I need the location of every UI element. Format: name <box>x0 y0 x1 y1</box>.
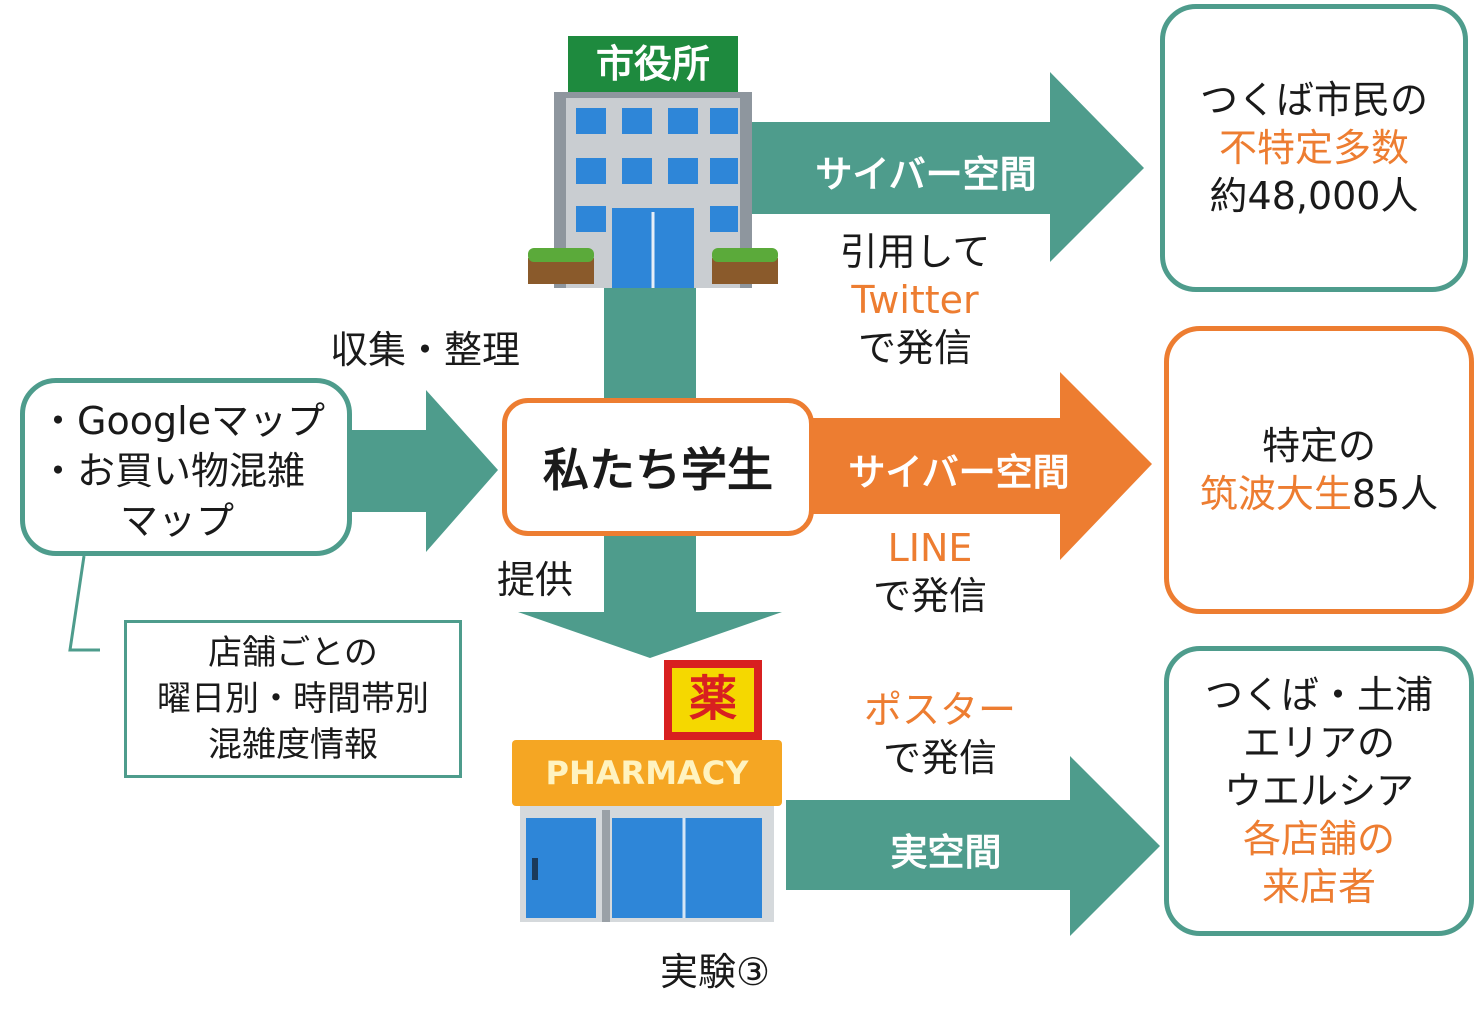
source-note-box: 店舗ごとの 曜日別・時間帯別 混雑度情報 <box>124 620 462 778</box>
city-hall-illustration: 市役所 <box>528 36 778 288</box>
target-top-line2: 不特定多数 <box>1218 126 1409 170</box>
city-hall-sign: 市役所 <box>595 42 710 86</box>
twitter-label-group: 引用して Twitter で発信 <box>800 228 1030 372</box>
arrow-middle-label: サイバー空間 <box>848 451 1070 494</box>
sources-line2: ・お買い物混雑 <box>39 449 306 493</box>
sources-line1: ・Googleマップ <box>39 399 326 443</box>
pharmacy-illustration: 薬 PHARMACY <box>512 660 782 922</box>
target-middle-line1: 特定の <box>1261 424 1376 468</box>
line-post: で発信 <box>872 574 987 618</box>
sources-box: ・Googleマップ ・お買い物混雑 マップ <box>20 378 352 556</box>
arrow-middle <box>812 372 1152 560</box>
source-note-line3: 混雑度情報 <box>208 725 378 765</box>
line-label-group: LINE で発信 <box>820 524 1040 620</box>
target-top-line1: つくば市民の <box>1199 78 1428 122</box>
students-box: 私たち学生 <box>502 398 814 536</box>
pharmacy-icon <box>512 660 782 922</box>
arrow-top <box>752 72 1144 262</box>
pharmacy-sign: PHARMACY <box>545 754 749 792</box>
collect-label: 収集・整理 <box>329 328 520 372</box>
target-bottom-line1: つくば・土浦 <box>1204 673 1433 717</box>
city-hall-icon <box>528 36 778 288</box>
target-top-line3: 約48,000人 <box>1209 174 1419 218</box>
target-middle-line2: 筑波大生85人 <box>1200 470 1438 518</box>
twitter-pre: 引用して <box>839 230 991 274</box>
twitter-label: Twitter <box>851 278 979 322</box>
arrow-collect <box>350 390 498 552</box>
target-middle-box: 特定の 筑波大生85人 <box>1164 326 1474 614</box>
poster-label-group: ポスター で発信 <box>820 686 1060 782</box>
target-bottom-line2: エリアの <box>1242 721 1395 765</box>
target-bottom-line4: 各店舗の <box>1242 817 1395 861</box>
target-bottom-line3: ウエルシア <box>1223 769 1414 813</box>
callout-line <box>68 555 100 652</box>
source-note-line1: 店舗ごとの <box>208 633 378 673</box>
experiment-label: 実験③ <box>659 950 771 994</box>
target-middle-line2-orange: 筑波大生 <box>1199 472 1352 516</box>
arrow-bottom-label: 実空間 <box>890 831 1002 874</box>
sources-line3: マップ <box>120 499 235 543</box>
arrow-provide <box>518 532 782 658</box>
line-label: LINE <box>887 526 973 570</box>
arrow-bottom <box>786 756 1160 936</box>
target-bottom-line5: 来店者 <box>1261 865 1376 909</box>
provide-label: 提供 <box>496 558 573 602</box>
students-label: 私たち学生 <box>543 443 773 497</box>
poster-post: で発信 <box>882 736 997 780</box>
pharmacy-sign-kanji: 薬 <box>688 671 737 727</box>
connector-cityhall-students <box>604 288 696 400</box>
target-top-box: つくば市民の 不特定多数 約48,000人 <box>1160 4 1468 292</box>
target-middle-line2-rest: 85人 <box>1351 472 1439 516</box>
poster-label: ポスター <box>863 688 1016 732</box>
arrow-top-label: サイバー空間 <box>815 153 1037 196</box>
source-note-line2: 曜日別・時間帯別 <box>157 679 429 719</box>
target-bottom-box: つくば・土浦 エリアの ウエルシア 各店舗の 来店者 <box>1164 646 1474 936</box>
twitter-post: で発信 <box>857 326 972 370</box>
